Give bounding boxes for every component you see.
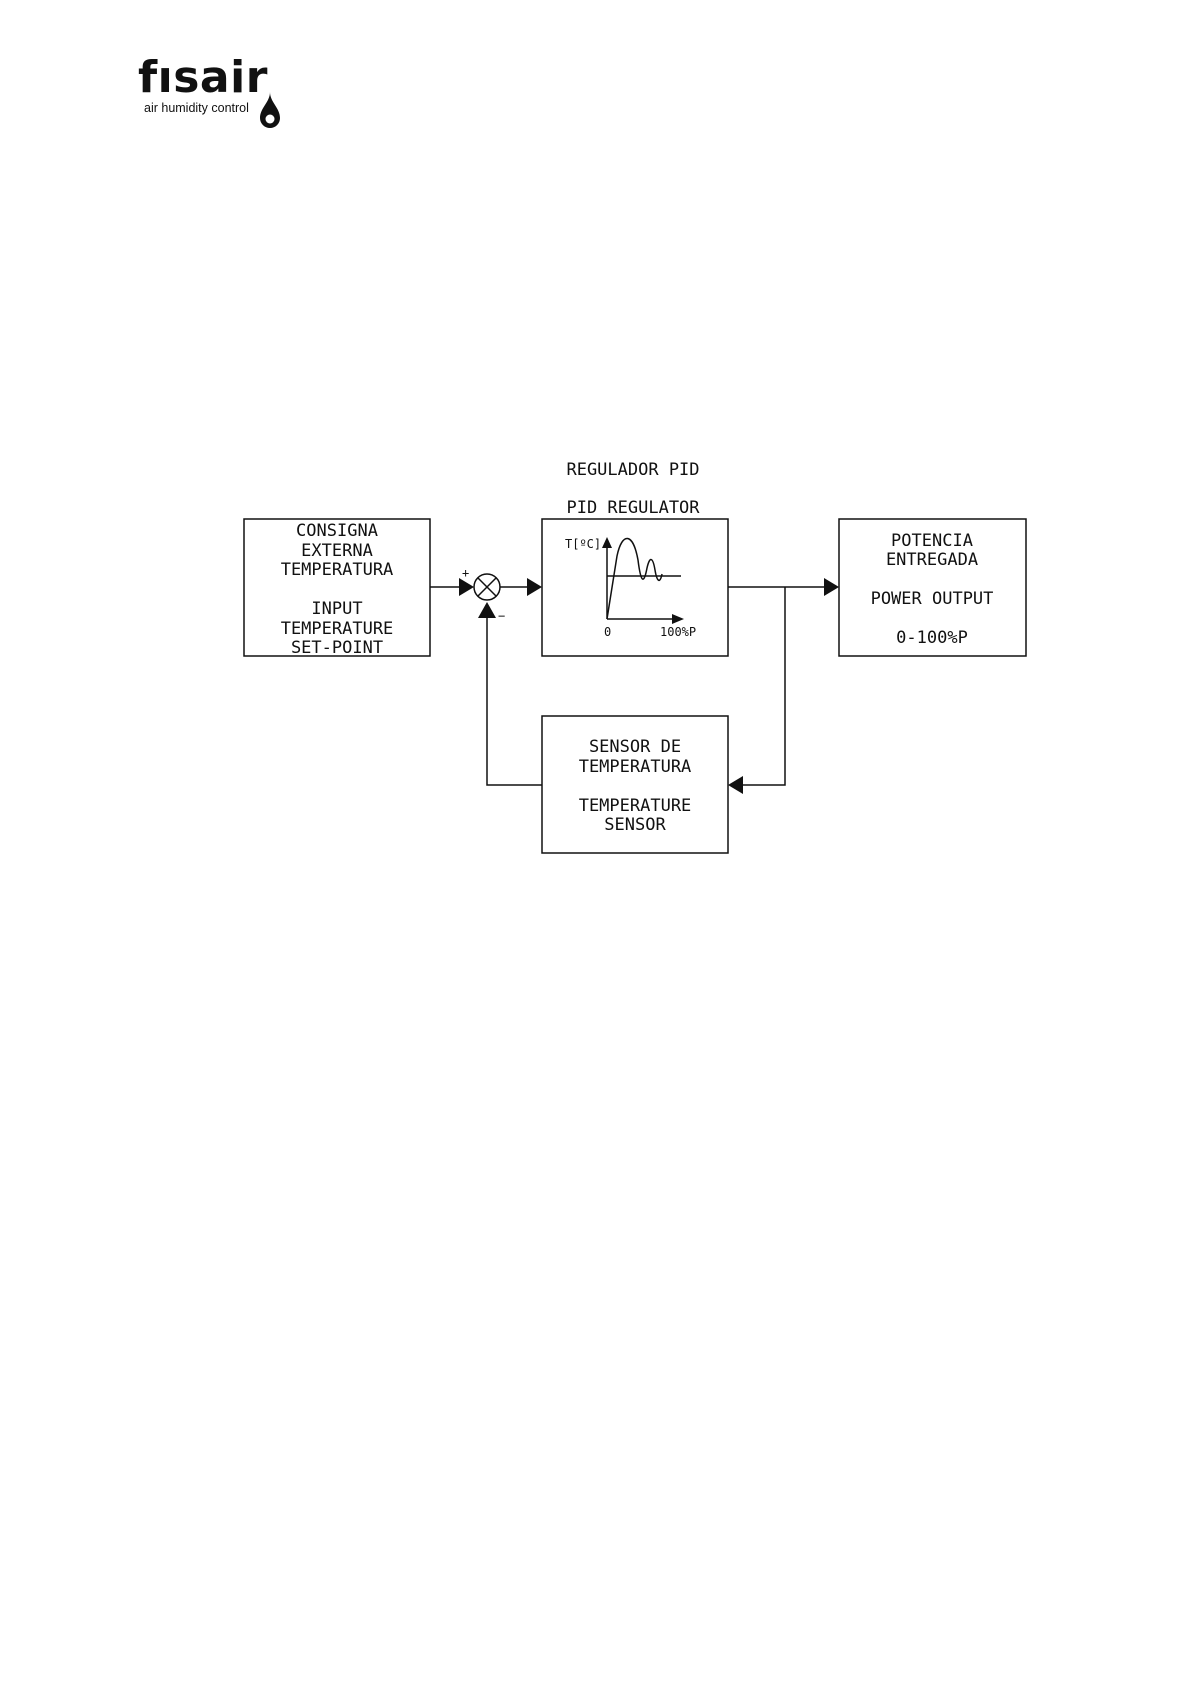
arrowhead-input: [459, 578, 474, 596]
output-line-6: 0-100%P: [896, 628, 968, 648]
arrowhead-sensor: [728, 776, 743, 794]
output-line-4: POWER OUTPUT: [871, 589, 994, 609]
graph-x-label: 100%P: [660, 625, 696, 639]
output-line-1: POTENCIA: [891, 531, 973, 551]
arrowhead-output: [824, 578, 839, 596]
input-line-3: TEMPERATURA: [281, 560, 394, 580]
input-block-text: CONSIGNA EXTERNA TEMPERATURA INPUT TEMPE…: [281, 521, 394, 658]
sensor-block-text: SENSOR DE TEMPERATURA TEMPERATURE SENSOR: [579, 737, 692, 835]
arrowhead-feedback: [478, 602, 496, 618]
graph-response-curve: [607, 538, 662, 619]
arrowhead-pid: [527, 578, 542, 596]
input-line-5: INPUT: [311, 599, 362, 619]
summing-plus-sign: +: [462, 566, 469, 580]
graph-x-origin: 0: [604, 625, 611, 639]
sensor-line-4: TEMPERATURE: [579, 796, 692, 816]
pid-title-es: REGULADOR PID: [566, 460, 699, 480]
feedback-return-line: [487, 618, 542, 785]
input-line-7: SET-POINT: [291, 638, 383, 658]
sensor-line-2: TEMPERATURA: [579, 757, 692, 777]
output-line-2: ENTREGADA: [886, 550, 978, 570]
sensor-line-5: SENSOR: [604, 815, 666, 835]
sensor-line-1: SENSOR DE: [589, 737, 681, 757]
pid-title-en: PID REGULATOR: [566, 498, 700, 518]
summing-minus-sign: −: [498, 609, 505, 623]
feedback-branch-line: [740, 587, 785, 785]
graph-y-label: T[ºC]: [565, 537, 601, 551]
input-line-6: TEMPERATURE: [281, 619, 394, 639]
pid-response-graph: T[ºC] 0 100%P: [565, 537, 696, 639]
input-line-2: EXTERNA: [301, 541, 373, 561]
output-block-text: POTENCIA ENTREGADA POWER OUTPUT 0-100%P: [871, 531, 994, 648]
input-line-1: CONSIGNA: [296, 521, 378, 541]
